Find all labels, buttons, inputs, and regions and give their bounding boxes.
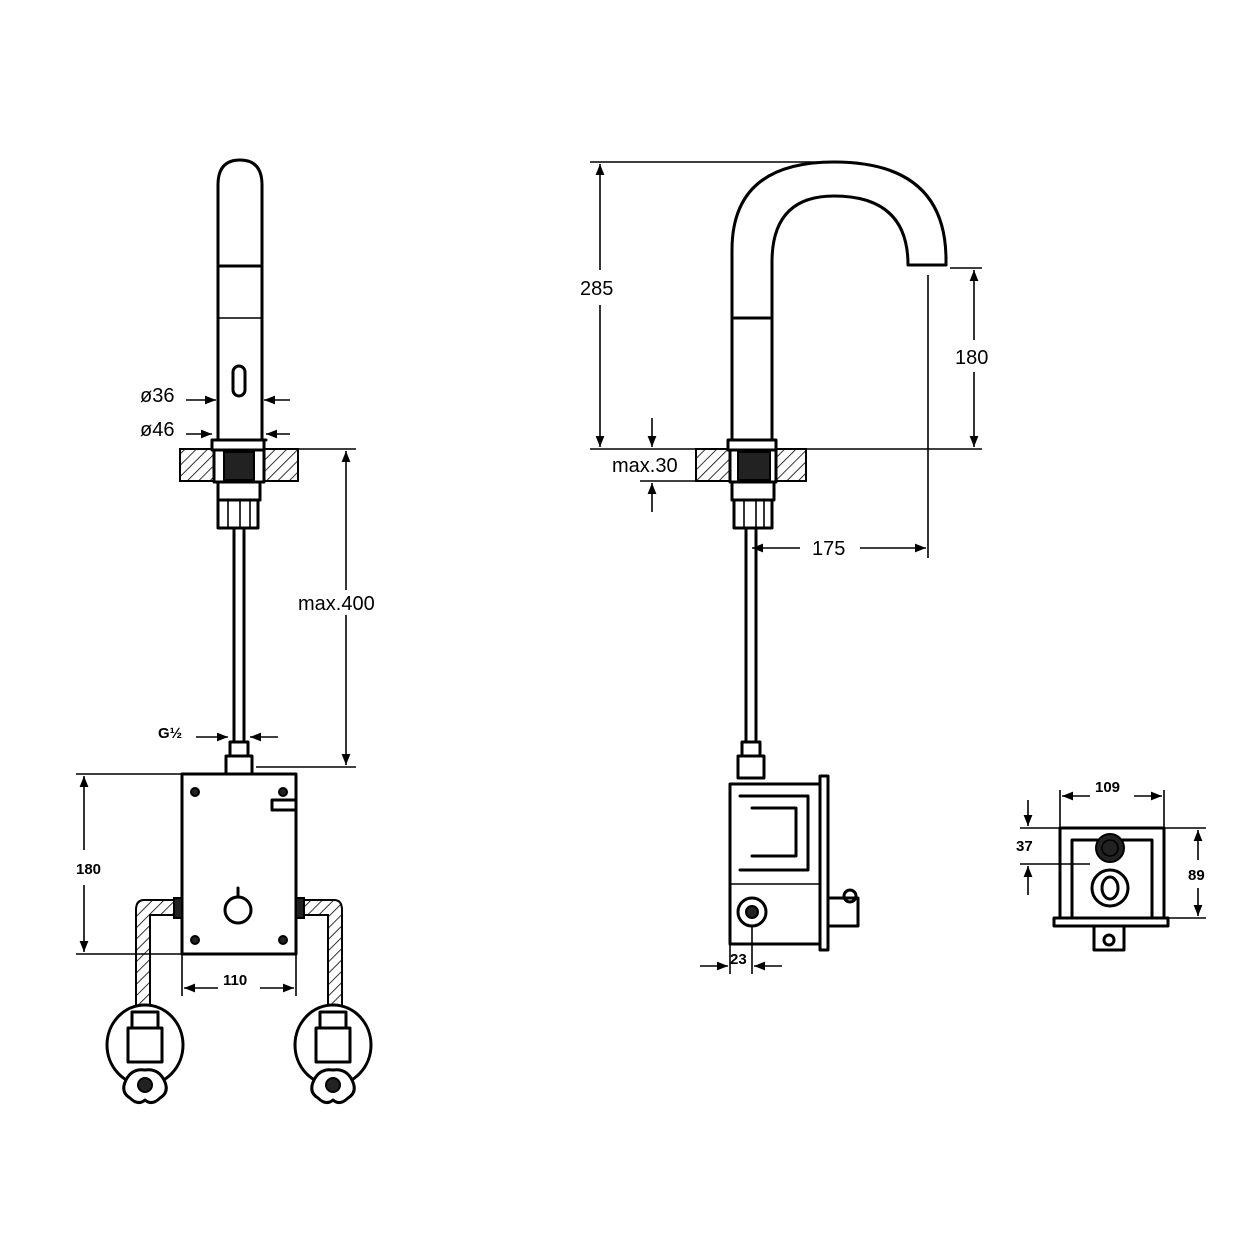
dim-top-width: 109: [1095, 779, 1120, 796]
dim-box-width: 110: [223, 972, 247, 989]
inlet-hose-left: [135, 899, 183, 1011]
faucet-body-front: [216, 158, 264, 442]
dim-dia-inner: ø36: [140, 385, 174, 407]
side-view: 285 180 max.30 175 23: [580, 160, 988, 974]
dim-spout-height: 180: [955, 347, 988, 369]
countertop-left: [179, 448, 217, 482]
outlet-port-top: [1090, 868, 1130, 908]
dim-thread: G½: [158, 725, 182, 742]
countertop-right: [261, 448, 299, 482]
dim-max-length: max.400: [298, 593, 375, 615]
dim-max-thickness: max.30: [612, 455, 678, 477]
dim-top-depth: 89: [1188, 867, 1205, 884]
dim-box-depth: 23: [730, 951, 747, 968]
angle-valve-left: [105, 1003, 185, 1105]
inlet-port-top: [1095, 833, 1125, 863]
nut-side: [732, 498, 774, 530]
nut-front: [216, 498, 260, 530]
dim-top-offset: 37: [1016, 838, 1033, 855]
dim-total-height: 285: [580, 278, 613, 300]
angle-valve-right: [293, 1003, 373, 1105]
dim-box-height: 180: [76, 861, 101, 878]
inlet-hose-right: [295, 899, 343, 1011]
gooseneck-spout: [730, 160, 948, 442]
countertop-side-left: [695, 448, 731, 482]
countertop-side-right: [775, 448, 807, 482]
top-view: 109 37 89: [1016, 779, 1206, 952]
dim-reach: 175: [812, 538, 845, 560]
control-box-side: [728, 782, 822, 946]
sensor-window-front: [231, 364, 247, 398]
dim-dia-outer: ø46: [140, 419, 174, 441]
front-view: ø36 ø46 max.400 G½ 180 110: [76, 158, 375, 1105]
